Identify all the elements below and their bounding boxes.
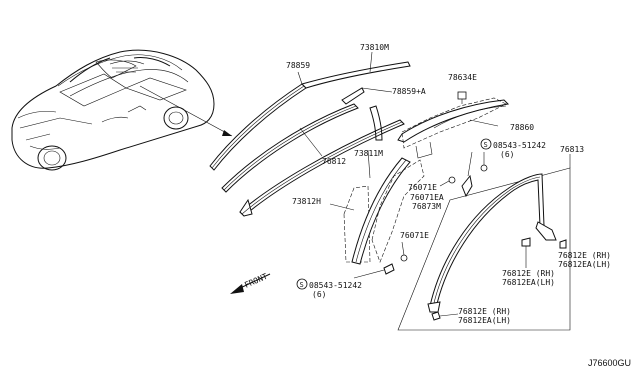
label-76812e-rh-c: 76812E (RH) xyxy=(458,307,511,316)
label-76873m: 76873M xyxy=(412,202,441,211)
assembly-box-76813 xyxy=(397,154,571,331)
car-illustration xyxy=(11,49,215,171)
clip-76071ea xyxy=(461,151,473,198)
clip-76812e-a xyxy=(559,239,567,249)
clip-76812e-c xyxy=(431,311,459,321)
s-marker-right: S xyxy=(480,138,492,150)
label-08543-left: 08543-51242 xyxy=(309,281,362,290)
label-76813: 76813 xyxy=(560,145,584,154)
label-76071e-upper: 76071E xyxy=(408,183,437,192)
label-76812ea-lh-c: 76812EA(LH) xyxy=(458,316,511,325)
label-78860: 78860 xyxy=(510,123,534,132)
label-front: FRONT xyxy=(243,272,269,290)
clip-76071e-lower xyxy=(400,241,408,262)
label-76071e-lower: 76071E xyxy=(400,231,429,240)
s-marker-left: S xyxy=(296,278,308,290)
reference-arrow xyxy=(139,85,233,137)
sash-78860 xyxy=(397,91,510,159)
front-arrow xyxy=(230,273,271,294)
label-76812ea-lh-b: 76812EA(LH) xyxy=(502,278,555,287)
label-73812h: 73812H xyxy=(292,197,321,206)
label-76812e-rh-b: 76812E (RH) xyxy=(502,269,555,278)
screw-08543-right xyxy=(480,152,488,172)
molding-76812 xyxy=(221,103,359,193)
clip-76812e-b xyxy=(521,237,531,268)
molding-73811m xyxy=(239,105,405,217)
pillar-73811m xyxy=(351,157,425,265)
label-78634e: 78634E xyxy=(448,73,477,82)
molding-78859a xyxy=(341,87,393,105)
label-73811m: 73811M xyxy=(354,149,383,158)
svg-text:S: S xyxy=(484,141,488,149)
molding-78859 xyxy=(209,71,307,171)
label-08543-right-qty: (6) xyxy=(500,150,514,159)
svg-text:S: S xyxy=(300,281,304,289)
clip-76071e-upper xyxy=(439,176,456,187)
label-08543-left-qty: (6) xyxy=(312,290,326,299)
label-73810m: 73810M xyxy=(360,43,389,52)
label-76812e-rh-a: 76812E (RH) xyxy=(558,251,611,260)
diagram-code: J76600GU xyxy=(588,358,631,368)
label-76812: 76812 xyxy=(322,157,346,166)
label-76812ea-lh-a: 76812EA(LH) xyxy=(558,260,611,269)
door-molding-76813 xyxy=(427,173,557,313)
screw-08543-left xyxy=(353,263,395,279)
molding-73810m xyxy=(301,51,411,89)
label-08543-right: 08543-51242 xyxy=(493,141,546,150)
label-76071ea: 76071EA xyxy=(410,193,444,202)
label-78859: 78859 xyxy=(286,61,310,70)
label-78859a: 78859+A xyxy=(392,87,426,96)
